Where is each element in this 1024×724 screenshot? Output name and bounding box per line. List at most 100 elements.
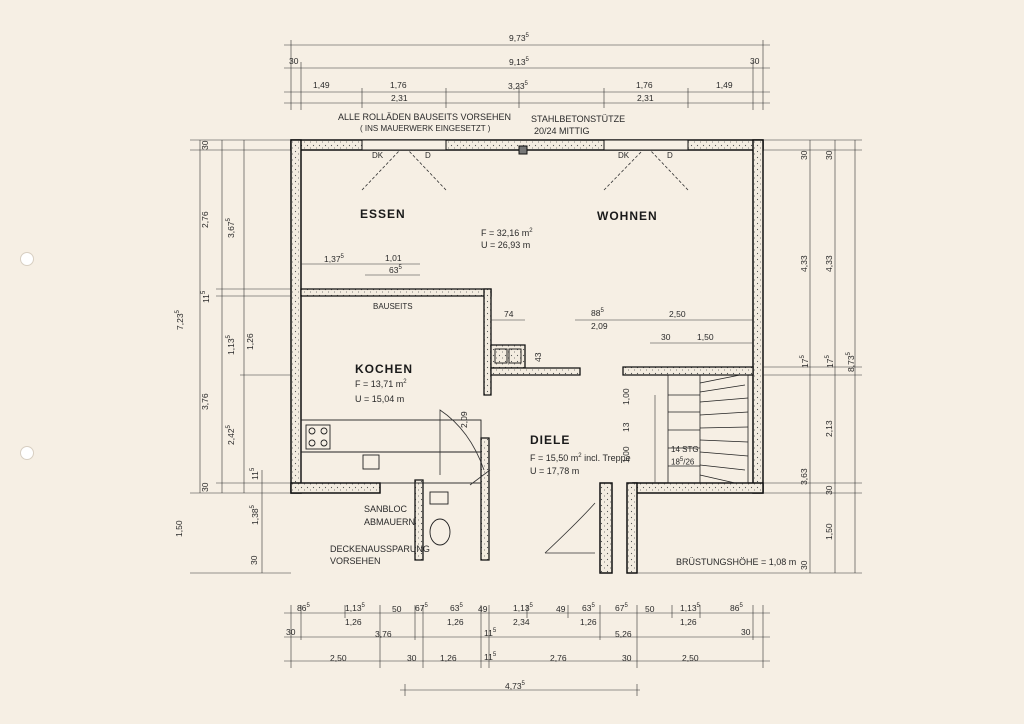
diele-perimeter: U = 17,78 m xyxy=(530,466,580,476)
dim-b-50-a: 50 xyxy=(392,604,402,614)
dim-top-inner: 9,135 xyxy=(509,57,529,66)
note-deckenaussparung: DECKENAUSSPARUNG xyxy=(330,544,430,554)
dim-137-v: 1,37 xyxy=(324,253,341,264)
dim-b-113c-v: 1,13 xyxy=(680,602,697,613)
dim-left-242: 2,425 xyxy=(226,425,236,445)
dim-b-675b-v: 67 xyxy=(615,602,625,613)
dim-right-175-b: 175 xyxy=(825,355,835,368)
dim-b-635b-s: 5 xyxy=(591,603,595,609)
dim-b-635a-s: 5 xyxy=(459,603,463,609)
note-rollaeden: ALLE ROLLÄDEN BAUSEITS VORSEHEN xyxy=(338,112,512,122)
dim-right-433-b: 4,33 xyxy=(824,255,834,272)
stair-ratio-sup: 5 xyxy=(679,457,684,463)
dim-b-50-b: 50 xyxy=(645,604,655,614)
dim-b-30-c: 30 xyxy=(407,653,417,663)
window-d-left: D xyxy=(425,151,431,160)
dim-top-231-right: 2,31 xyxy=(637,93,654,103)
door-swings xyxy=(439,409,596,554)
diele-area-sup: 2 xyxy=(578,453,582,459)
dim-left-276: 2,76 xyxy=(200,211,210,228)
dim-top-total-s: 5 xyxy=(525,33,529,39)
dim-left-367-s: 5 xyxy=(226,218,232,222)
dim-left-138: 1,385 xyxy=(250,505,260,525)
stair-ratio-b: /26 xyxy=(683,457,695,467)
dim-30-stair: 30 xyxy=(661,332,671,342)
dim-left-11-s: 5 xyxy=(201,290,207,295)
room-label-diele: DIELE xyxy=(530,433,571,447)
dim-74: 74 xyxy=(504,309,514,319)
dim-b-113b-s: 5 xyxy=(529,603,533,609)
dim-b-113-a: 1,135 xyxy=(345,603,365,612)
dim-b-526: 5,26 xyxy=(615,629,632,639)
dim-b-49-b: 49 xyxy=(556,604,566,614)
dim-top-30-right: 30 xyxy=(750,56,760,66)
dim-left-150: 1,50 xyxy=(174,520,184,537)
dim-209-wc: 2,09 xyxy=(459,411,469,428)
dim-b-30-b: 30 xyxy=(741,627,751,637)
dim-left-11b-s: 5 xyxy=(250,467,256,472)
dim-885-v: 88 xyxy=(591,307,601,318)
dim-b-473-s: 5 xyxy=(521,681,525,687)
diele-area-note: incl. Treppe xyxy=(584,453,631,463)
wohnen-perimeter: U = 26,93 m xyxy=(481,240,531,250)
dim-100-lower: 1,00 xyxy=(621,446,631,463)
dim-left-11-bottom: 115 xyxy=(250,467,260,480)
dim-b-250-a: 2,50 xyxy=(330,653,347,663)
dim-b-113a-v: 1,13 xyxy=(345,602,362,613)
dim-63-v: 63 xyxy=(389,264,399,275)
dim-right-873-s: 5 xyxy=(846,352,852,356)
dim-left-723: 7,235 xyxy=(175,310,185,330)
dim-b-113c-s: 5 xyxy=(696,603,700,609)
dim-left-113: 1,135 xyxy=(225,335,236,355)
dim-top-30-left: 30 xyxy=(289,56,299,66)
dim-top-inner-s: 5 xyxy=(525,57,529,63)
dim-209-upper: 2,09 xyxy=(591,321,608,331)
dim-b-675a-s: 5 xyxy=(424,603,428,609)
dim-right-30-c: 30 xyxy=(824,485,834,495)
dim-left-126: 1,26 xyxy=(245,333,255,350)
dim-b-113a-s: 5 xyxy=(361,603,365,609)
dim-top-323-s: 5 xyxy=(524,81,528,87)
dim-b-865-b: 865 xyxy=(730,603,743,612)
punch-hole-top xyxy=(20,252,34,266)
window-d-right: D xyxy=(667,151,673,160)
dim-b-126-b: 1,26 xyxy=(447,617,464,627)
dim-b-30-d: 30 xyxy=(622,653,632,663)
kitchen-counter xyxy=(300,419,482,484)
dim-top-231-left: 2,31 xyxy=(391,93,408,103)
dim-right-175-a: 175 xyxy=(799,355,810,368)
dim-63-s: 5 xyxy=(398,265,402,271)
dim-right-213: 2,13 xyxy=(824,420,834,437)
note-stuetze: STAHLBETONSTÜTZE xyxy=(531,114,626,124)
dim-right-363: 3,63 xyxy=(799,468,809,485)
wohnen-area-text: F = 32,16 m xyxy=(481,228,530,238)
dim-137: 1,375 xyxy=(324,254,344,263)
wohnen-area-sup: 2 xyxy=(529,228,533,234)
kochen-area-sup: 2 xyxy=(403,379,407,385)
dim-43: 43 xyxy=(533,352,543,362)
dim-b-276: 2,76 xyxy=(550,653,567,663)
note-sanbloc: SANBLOC xyxy=(364,504,408,514)
dim-right-175a-v: 17 xyxy=(799,358,810,368)
diele-area-text: F = 15,50 m xyxy=(530,453,579,463)
dim-left-367-v: 3,67 xyxy=(225,221,236,238)
dim-b-113-b: 1,135 xyxy=(513,603,533,612)
dimension-lines xyxy=(190,40,862,696)
dim-left-723-s: 5 xyxy=(175,310,181,314)
dim-top-149-left: 1,49 xyxy=(313,80,330,90)
dim-b-865b-s: 5 xyxy=(739,603,743,609)
dim-top-total: 9,735 xyxy=(509,33,529,42)
stair-ratio: 185/26 xyxy=(671,457,694,467)
dim-b-115-a: 115 xyxy=(484,628,496,637)
dim-right-175b-s: 5 xyxy=(825,355,831,359)
room-label-kochen: KOCHEN xyxy=(355,362,414,376)
punch-hole-bottom xyxy=(20,446,34,460)
note-stuetze-sub: 20/24 MITTIG xyxy=(534,126,590,136)
dim-top-149-right: 1,49 xyxy=(716,80,733,90)
dim-b-635a-v: 63 xyxy=(450,602,460,613)
note-bruestungshoehe: BRÜSTUNGSHÖHE = 1,08 m xyxy=(676,557,797,567)
dim-left-113-v: 1,13 xyxy=(225,338,236,355)
dim-100-upper: 1,00 xyxy=(621,388,631,405)
kochen-perimeter: U = 15,04 m xyxy=(355,394,405,404)
dim-left-138-s: 5 xyxy=(250,505,256,509)
